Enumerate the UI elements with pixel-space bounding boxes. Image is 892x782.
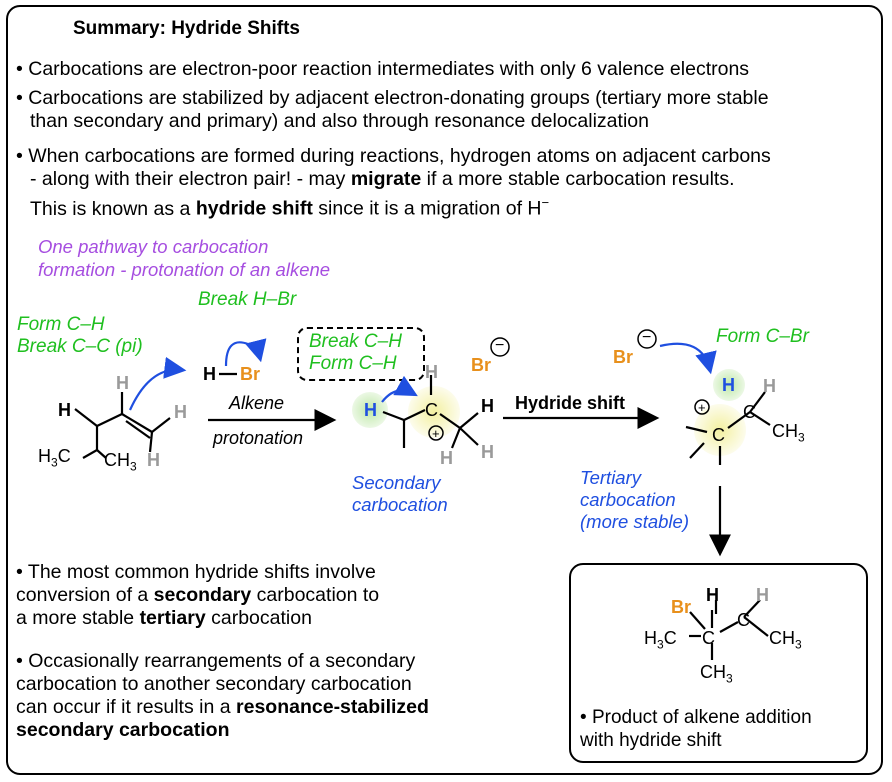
atom-h-7: H	[440, 448, 453, 468]
product-atom-h2: H	[756, 585, 769, 605]
charge-plus-1	[428, 425, 444, 441]
atom-br-ion-2: Br	[613, 347, 634, 367]
plus-sign-2: +	[698, 400, 706, 415]
atom-c-tertiary: C	[712, 425, 725, 445]
bullet-3: • When carbocations are formed during re…	[16, 145, 771, 220]
product-ch3-right: CH3	[769, 628, 802, 652]
dashed-box	[297, 327, 425, 381]
form-ch-label: Form C–H Break C–C (pi)	[17, 314, 143, 357]
ch3-label-2: CH3	[772, 421, 805, 445]
product-h3c: H3C	[644, 628, 677, 652]
atom-h-4: H	[147, 450, 160, 470]
product-atom-c2: C	[737, 610, 750, 630]
secondary-carbocation-molecule	[382, 375, 479, 449]
atom-h-hbr: H	[203, 364, 216, 384]
curved-arrow-hydride	[381, 375, 418, 403]
atom-br-hbr: Br	[240, 364, 261, 384]
atom-c-2: C	[743, 402, 756, 422]
product-atom-br: Br	[671, 597, 692, 617]
minus-sign-1: −	[495, 337, 505, 354]
curved-arrow-pi	[128, 356, 187, 411]
product-molecule	[689, 599, 769, 660]
plus-sign-1: +	[432, 426, 440, 441]
summary-frame	[6, 5, 883, 775]
ch3-label-1: CH3	[104, 450, 137, 474]
charge-minus-br1	[490, 337, 510, 357]
atom-h-shifted: H	[722, 375, 735, 395]
bullet-4: • The most common hydride shifts involve…	[16, 561, 380, 629]
atom-h-6: H	[481, 396, 494, 416]
atom-h-1: H	[58, 400, 71, 420]
tertiary-carbocation-label: Tertiary carbocation (more stable)	[580, 467, 689, 532]
atom-h-5: H	[425, 362, 438, 382]
charge-minus-br2	[637, 329, 657, 349]
curved-arrow-br-attack	[659, 342, 717, 375]
minus-sign-2: −	[642, 329, 652, 346]
atom-br-ion-1: Br	[471, 355, 492, 375]
atom-c-cation: C	[425, 400, 438, 420]
dashed-box-label: Break C–H Form C–H	[309, 331, 402, 374]
charge-plus-2	[694, 399, 710, 415]
form-cbr-label: Form C–Br	[716, 326, 809, 347]
alkene-molecule	[74, 392, 171, 459]
glow-yellow-c	[408, 386, 460, 438]
product-caption: • Product of alkene addition with hydrid…	[580, 707, 812, 751]
break-hbr-label: Break H–Br	[198, 289, 297, 310]
glow-green-h2	[713, 369, 745, 401]
atom-h-3: H	[174, 402, 187, 422]
atom-h-shift: H	[364, 400, 377, 420]
product-atom-c1: C	[702, 628, 715, 648]
protonation-label: protonation	[213, 428, 304, 448]
product-atom-h: H	[706, 585, 719, 605]
page-title: Summary: Hydride Shifts	[73, 18, 300, 39]
pathway-note: One pathway to carbocation formation - p…	[38, 236, 331, 280]
curved-arrow-hbr	[224, 338, 267, 367]
atom-h-2: H	[116, 373, 129, 393]
product-ch3-down: CH3	[700, 662, 733, 686]
atom-h-9: H	[763, 376, 776, 396]
h3c-label-1: H3C	[38, 446, 71, 470]
glow-green-h	[352, 392, 388, 428]
product-box	[569, 563, 868, 763]
glow-yellow-c2	[694, 404, 746, 456]
tertiary-carbocation-molecule	[685, 391, 771, 465]
alkene-label: Alkene	[229, 393, 285, 413]
atom-h-8: H	[481, 442, 494, 462]
bullet-5: • Occasionally rearrangements of a secon…	[16, 650, 429, 741]
hydride-shift-label: Hydride shift	[515, 393, 626, 413]
secondary-carbocation-label: Secondary carbocation	[352, 472, 448, 515]
bullet-1: • Carbocations are electron-poor reactio…	[16, 58, 750, 80]
bullet-2: • Carbocations are stabilized by adjacen…	[16, 87, 769, 132]
